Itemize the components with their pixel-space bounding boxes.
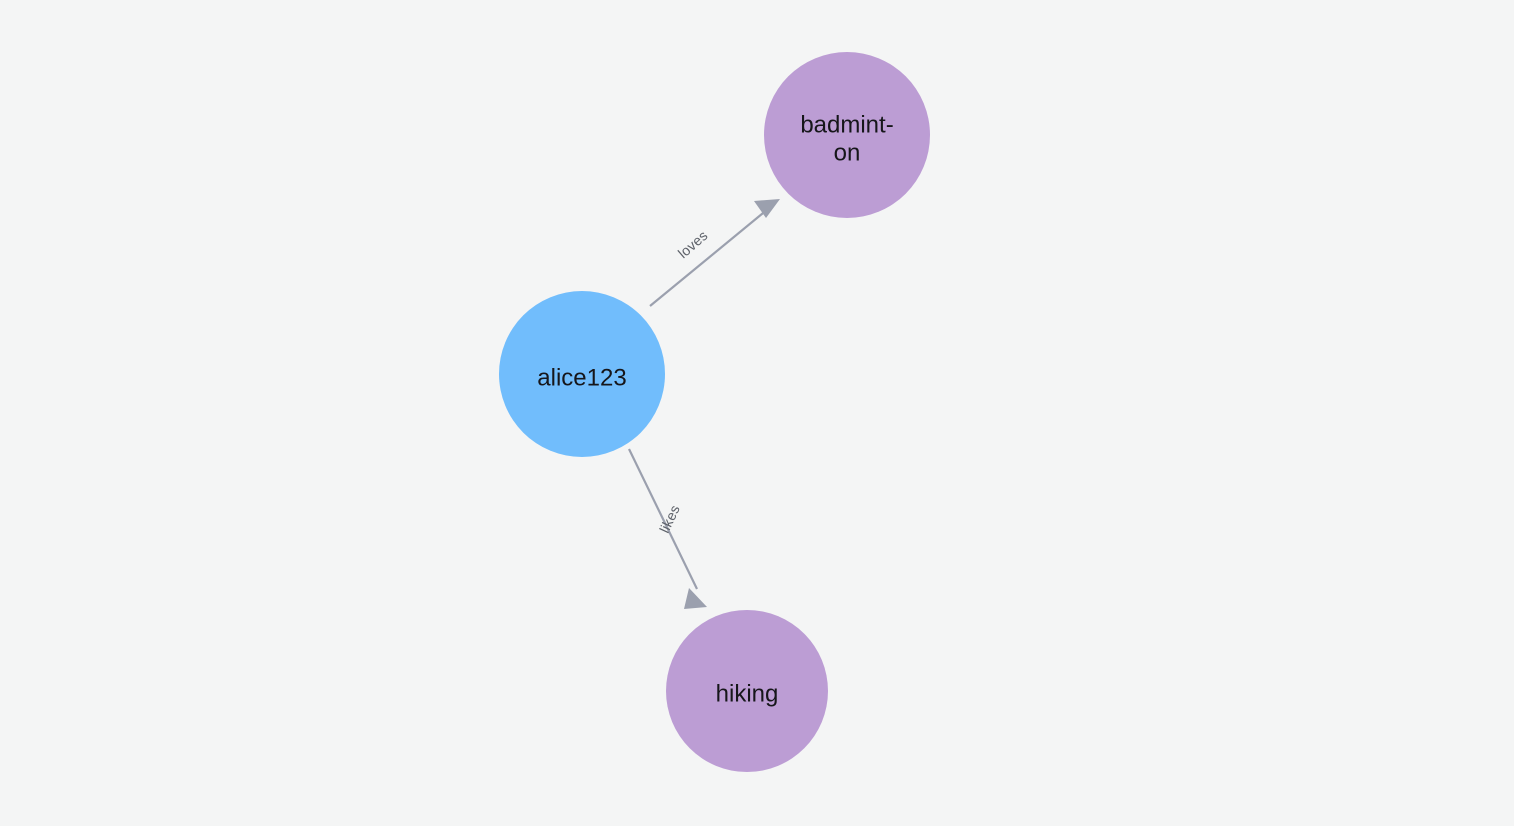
node-badminton-circle[interactable] <box>764 52 930 218</box>
node-alice123[interactable]: alice123 <box>499 291 665 457</box>
edge-alice123-loves-badminton[interactable]: loves <box>649 199 780 307</box>
edge-line-likes <box>628 448 698 590</box>
node-badminton[interactable]: badmint- on <box>764 52 930 218</box>
node-hiking-circle[interactable] <box>666 610 828 772</box>
node-layer: badmint- on alice123 hiking <box>499 52 930 772</box>
node-hiking[interactable]: hiking <box>666 610 828 772</box>
edge-arrowhead-loves <box>754 199 780 218</box>
edge-label-likes: likes <box>656 502 683 535</box>
edge-label-loves: loves <box>675 227 711 261</box>
edge-alice123-likes-hiking[interactable]: likes <box>628 448 707 609</box>
node-alice123-circle[interactable] <box>499 291 665 457</box>
edge-line-loves <box>649 208 769 307</box>
edge-arrowhead-likes <box>684 588 707 609</box>
